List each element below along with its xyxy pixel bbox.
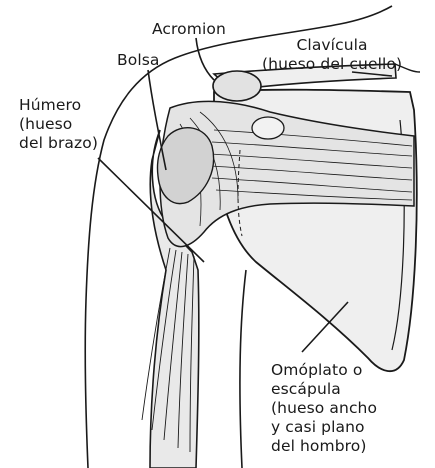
bolsa-label: Bolsa xyxy=(117,51,160,70)
omoplato-label: Omóplato o escápula (hueso ancho y casi … xyxy=(271,361,377,456)
acromion-bone xyxy=(213,71,261,101)
tendon-knot xyxy=(252,117,284,139)
bolsa-leader xyxy=(148,70,166,170)
clavicula-label: Clavícula (hueso del cuello) xyxy=(262,36,402,74)
acromion-label: Acromion xyxy=(152,20,226,39)
humero-label: Húmero (hueso del brazo) xyxy=(19,96,98,153)
arm-outline-right xyxy=(240,270,246,468)
acromion-leader xyxy=(196,38,214,80)
